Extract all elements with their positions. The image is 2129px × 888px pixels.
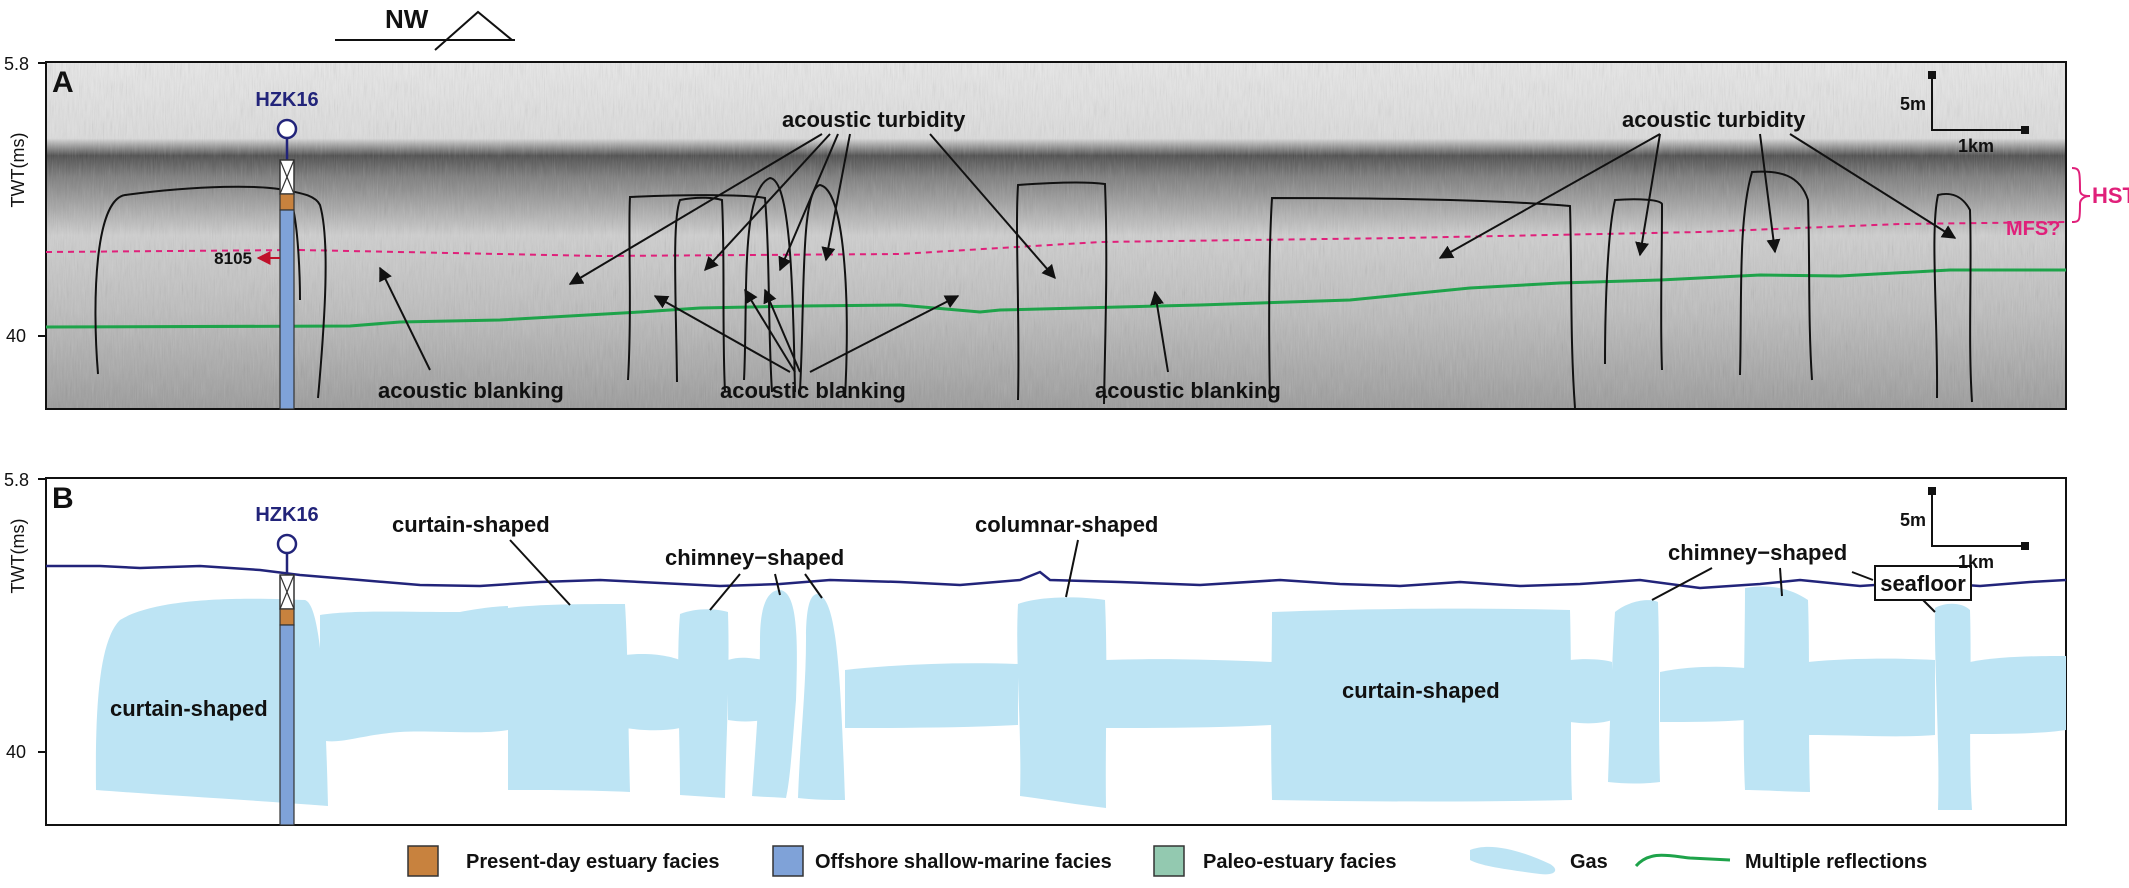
panel-a-scale-vertical: 5m (1900, 94, 1926, 114)
gas-boundary-6 (1016, 181, 1108, 405)
panel-b-well-name: HZK16 (255, 504, 318, 526)
panel-b-axis-label: TWT(ms) (8, 519, 28, 594)
panel-a-depth-label: 8105 (214, 249, 252, 268)
legend-paleo-estuary-swatch (1153, 845, 1185, 877)
gas-body-band-5 (1105, 659, 1272, 728)
gas-body-band-3 (728, 657, 765, 722)
gas-body-chimney-2 (752, 590, 797, 798)
legend: Present-day estuary facies Offshore shal… (407, 845, 1927, 877)
panel-b-letter: B (52, 482, 74, 515)
gas-body-band-6 (1570, 659, 1612, 724)
blanking-2-arrows (653, 288, 960, 373)
gas-body-band-7 (1660, 666, 1745, 722)
turbidity-2-arrows (1438, 133, 1957, 259)
well-head-icon (276, 118, 298, 140)
orientation-label: NW (385, 4, 429, 34)
legend-estuary-swatch (407, 845, 439, 877)
panel-b-scale-vertical: 5m (1900, 510, 1926, 530)
annotation-mfs: MFS? (2006, 218, 2060, 240)
legend-gas-label: Gas (1570, 851, 1608, 873)
annotation-curtain-top: curtain-shaped (392, 512, 550, 537)
gas-bodies (95, 586, 2066, 810)
gas-boundary-3 (674, 196, 726, 393)
gas-body-curtain-2 (508, 604, 630, 792)
annotation-hst: HST (2092, 183, 2129, 208)
panel-a-well: HZK16 8105 (214, 89, 319, 410)
panel-a: A TWT(ms) 5.8 40 HZK16 (4, 54, 2129, 410)
mfs-line (45, 221, 2067, 258)
annotation-blanking-2: acoustic blanking (720, 378, 906, 403)
panel-b-tick-bottom: 40 (6, 742, 26, 762)
gas-body-chimney-3 (798, 594, 845, 800)
orientation-triangle (434, 10, 513, 51)
annotation-turbidity-1: acoustic turbidity (782, 107, 966, 132)
gas-boundary-9 (1739, 170, 1813, 381)
annotation-curtain-left: curtain-shaped (110, 696, 268, 721)
gas-boundary-10 (1933, 192, 1973, 403)
panel-b: B TWT(ms) 5.8 40 (4, 470, 2067, 826)
gas-body-chimney-6 (1934, 603, 1972, 810)
annotation-curtain-mid: curtain-shaped (1342, 678, 1500, 703)
legend-multiple-label: Multiple reflections (1745, 851, 1927, 873)
gas-body-band-2 (625, 653, 680, 731)
panel-a-well-name: HZK16 (255, 89, 318, 111)
panel-a-tick-bottom: 40 (6, 326, 26, 346)
gas-boundary-1 (94, 185, 301, 375)
panel-b-scale-horizontal: 1km (1958, 552, 1994, 572)
legend-shallow-marine-label: Offshore shallow-marine facies (815, 851, 1112, 873)
gas-body-chimney-5 (1743, 586, 1810, 792)
panel-b-scale-bar: 5m 1km (1900, 487, 2029, 572)
turbidity-1-arrows (568, 133, 1056, 285)
panel-a-tick-top: 5.8 (4, 54, 29, 74)
gas-body-band-8 (1808, 658, 1935, 737)
legend-gas-swatch (1470, 846, 1556, 875)
orientation-indicator: NW (335, 4, 515, 51)
seafloor-line (46, 564, 2067, 590)
annotation-blanking-1: acoustic blanking (378, 378, 564, 403)
gas-boundary-5 (799, 183, 848, 399)
gas-body-curtain-1 (95, 598, 328, 806)
panel-b-tick-top: 5.8 (4, 470, 29, 490)
panel-a-scale-horizontal: 1km (1958, 136, 1994, 156)
legend-multiple-swatch (1634, 853, 1731, 868)
panel-a-letter: A (52, 66, 74, 99)
annotation-seafloor: seafloor (1880, 571, 1966, 596)
annotation-columnar: columnar-shaped (975, 512, 1158, 537)
legend-paleo-estuary-label: Paleo-estuary facies (1203, 851, 1396, 873)
legend-estuary-label: Present-day estuary facies (466, 851, 719, 873)
gas-body-band-4 (845, 663, 1018, 728)
well-head-icon-b (276, 533, 298, 555)
annotation-blanking-3: acoustic blanking (1095, 378, 1281, 403)
gas-body-band-9 (1970, 656, 2066, 734)
annotation-turbidity-2: acoustic turbidity (1622, 107, 1806, 132)
gas-boundary-1b (284, 189, 327, 399)
well-shallow-marine-segment (279, 209, 295, 410)
annotation-chimney-2: chimney−shaped (1668, 540, 1847, 565)
panel-b-well: HZK16 (255, 504, 319, 826)
seismic-profile-noise (46, 62, 2066, 409)
gas-boundary-7 (1268, 196, 1576, 409)
gas-body-chimney-4 (1608, 600, 1660, 784)
panel-a-scale-bar: 5m 1km (1900, 71, 2029, 156)
gas-body-columnar (1017, 597, 1107, 808)
gas-body-chimney-1 (678, 609, 729, 798)
panel-a-axis-label: TWT(ms) (8, 133, 28, 208)
gas-boundary-8 (1604, 198, 1664, 371)
leader-curtain-top (509, 539, 571, 606)
legend-shallow-marine-swatch (772, 845, 804, 877)
well-estuary-segment (279, 193, 295, 211)
gas-body-band-1 (320, 606, 508, 742)
panel-a-frame (45, 61, 2067, 410)
hst-bracket (2071, 167, 2091, 223)
gas-body-curtain-3 (1271, 608, 1572, 802)
multiple-reflections-line (45, 268, 2066, 329)
annotation-chimney-1: chimney−shaped (665, 545, 844, 570)
